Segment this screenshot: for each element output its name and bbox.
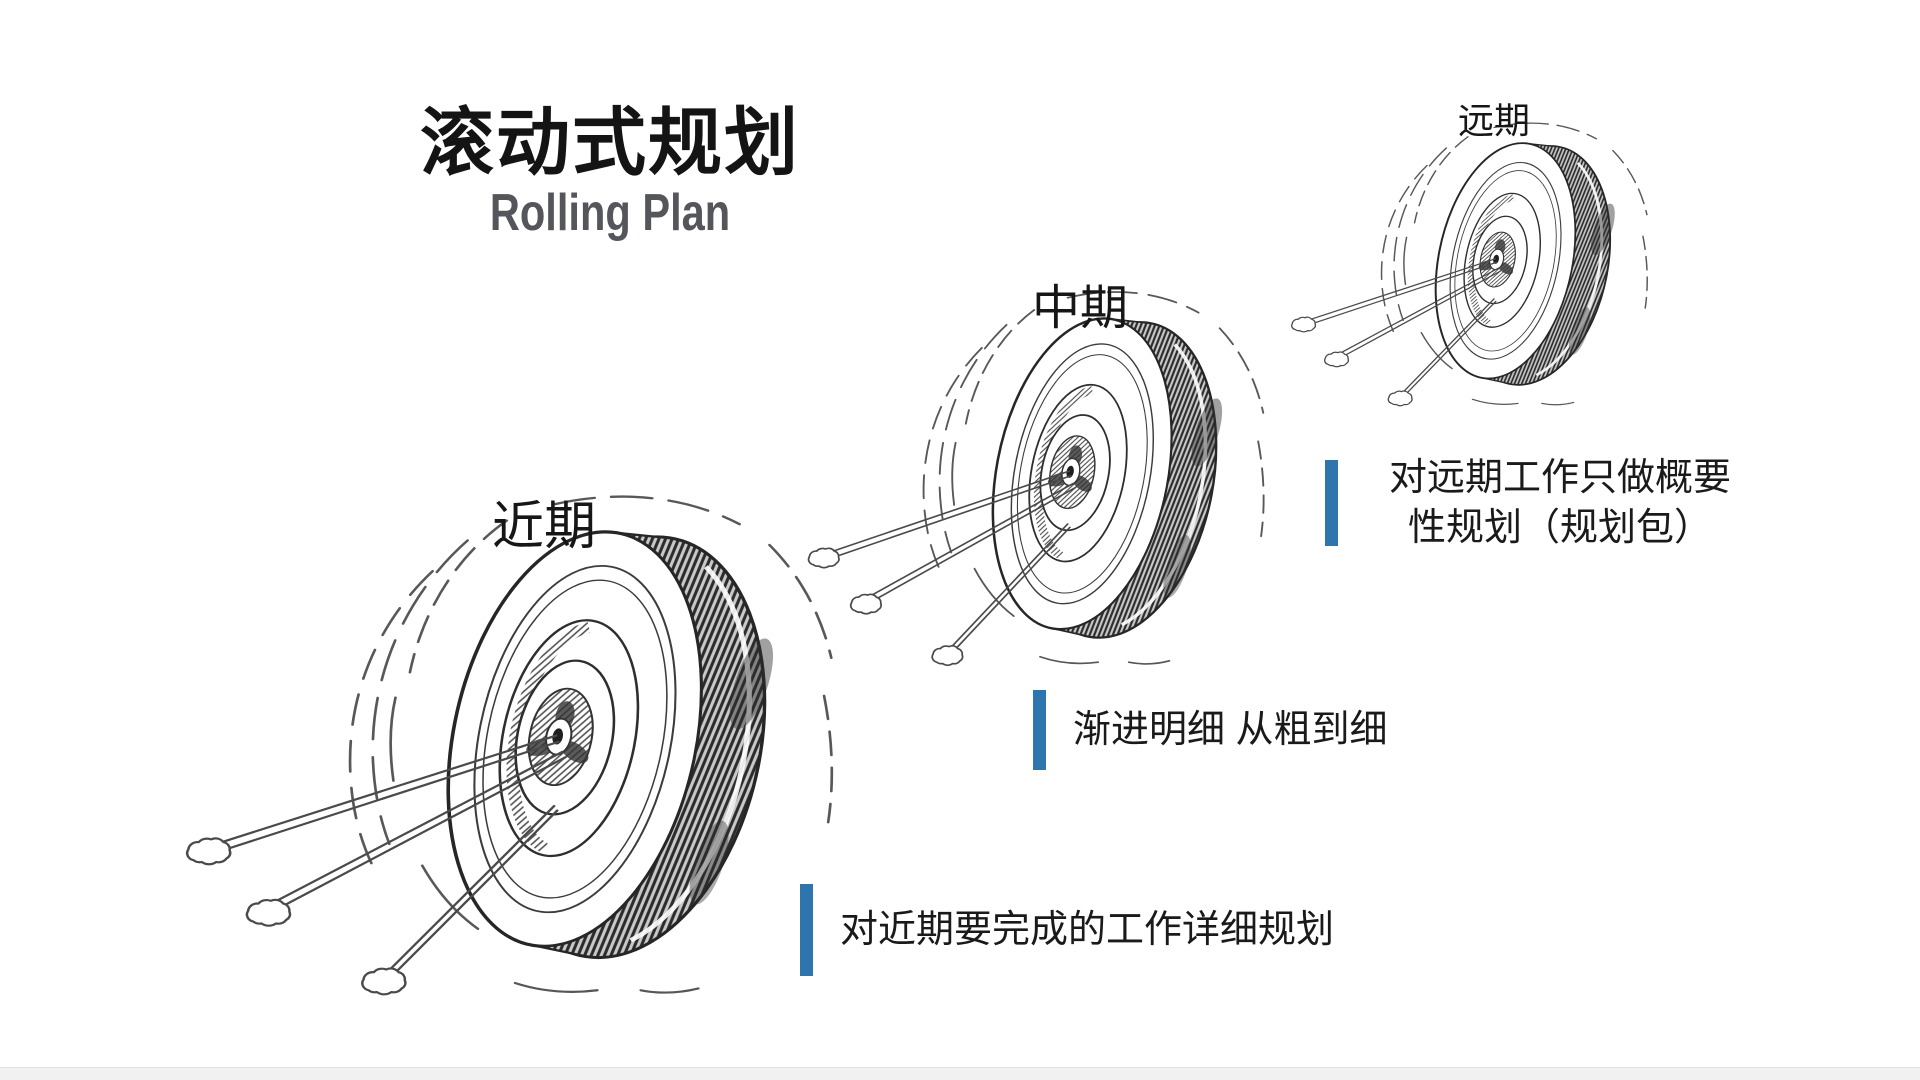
accent-bar <box>1033 690 1046 770</box>
wheel-sketch-long-term <box>1285 108 1660 426</box>
callout-text: 对近期要完成的工作详细规划 <box>840 909 1335 951</box>
callout-text: 对远期工作只做概要 性规划（规划包） <box>1360 453 1760 553</box>
phase-label-near-term: 近期 <box>492 498 597 556</box>
callout-text: 渐进明细 从粗到细 <box>1073 709 1388 751</box>
callout-long-term: 对远期工作只做概要 性规划（规划包） <box>1325 455 1760 551</box>
phase-label-long-term: 远期 <box>1458 100 1531 141</box>
callout-text-line-1: 对远期工作只做概要 <box>1388 457 1731 499</box>
phase-label-mid-term: 中期 <box>1032 282 1129 335</box>
callout-text-line-2: 性规划（规划包） <box>1407 507 1712 549</box>
page-title: 滚动式规划 <box>420 101 800 184</box>
accent-bar <box>1325 460 1338 546</box>
footer-bar <box>0 1067 1920 1080</box>
accent-bar <box>800 884 813 976</box>
page-subtitle: Rolling Plan <box>489 184 731 243</box>
slide-header: 滚动式规划 Rolling Plan <box>355 100 865 239</box>
callout-mid-term: 渐进明细 从粗到细 <box>1033 690 1388 770</box>
callout-near-term: 对近期要完成的工作详细规划 <box>800 884 1334 976</box>
